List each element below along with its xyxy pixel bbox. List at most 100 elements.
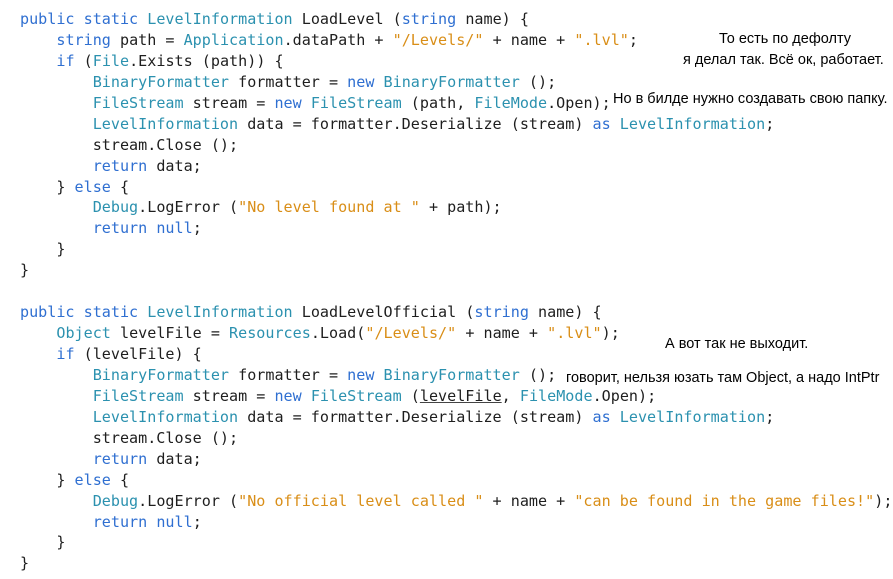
code-keyword: string — [56, 30, 111, 49]
code-text: .Exists (path)) { — [129, 51, 284, 70]
code-text: stream.Close (); — [20, 428, 239, 447]
code-type: Object — [56, 324, 111, 343]
annotation-note-1: То есть по дефолту — [719, 31, 852, 47]
code-text — [302, 387, 311, 405]
code-line: Debug.LogError ("No level found at " + p… — [20, 197, 892, 218]
code-text: (); — [519, 365, 557, 384]
code-text — [138, 303, 147, 321]
code-keyword: return — [92, 512, 148, 531]
code-line: FileStream stream = new FileStream (leve… — [20, 386, 892, 407]
code-keyword: return — [92, 219, 148, 238]
code-line: BinaryFormatter formatter = new BinaryFo… — [20, 72, 892, 93]
code-text: name) { — [456, 10, 529, 28]
code-text: + name + — [456, 324, 548, 343]
code-text: .Open); — [547, 93, 611, 112]
code-line: stream.Close (); — [20, 428, 892, 449]
code-keyword: new — [274, 386, 302, 405]
code-text: ; — [192, 219, 202, 238]
code-text: levelFile = — [110, 324, 230, 343]
code-text — [138, 10, 147, 28]
code-type: Resources — [229, 324, 311, 343]
code-keyword: null — [156, 512, 193, 531]
code-type: FileStream — [310, 386, 402, 405]
code-text: + path); — [419, 198, 502, 217]
code-text: .LogError ( — [138, 491, 239, 510]
code-text — [20, 31, 56, 49]
annotation-note-4: А вот так не выходит. — [665, 336, 809, 352]
code-text — [611, 115, 620, 133]
code-keyword: if — [56, 345, 75, 363]
code-keyword: string — [474, 303, 529, 322]
code-line: public static LevelInformation LoadLevel… — [20, 9, 892, 30]
code-text — [20, 492, 93, 510]
code-text: formatter = — [229, 365, 348, 384]
code-line: } else { — [20, 470, 892, 491]
code-keyword: new — [347, 72, 375, 91]
code-type: FileMode — [519, 386, 593, 405]
code-text: .Open); — [592, 386, 657, 405]
code-text — [147, 219, 156, 237]
code-keyword: new — [347, 365, 375, 384]
code-text: formatter = — [229, 72, 348, 91]
code-text: name) { — [528, 303, 602, 322]
code-type: FileMode — [474, 93, 548, 112]
code-line: return data; — [20, 449, 892, 470]
code-string: "/Levels/" — [392, 30, 484, 49]
code-text: } — [20, 261, 30, 280]
code-text — [20, 198, 93, 216]
code-text: ( — [74, 51, 93, 70]
code-type: BinaryFormatter — [92, 365, 230, 384]
code-text: ; — [628, 30, 638, 49]
code-text: .dataPath + — [283, 30, 393, 49]
code-text: (levelFile) { — [74, 345, 202, 363]
code-text: { — [110, 470, 130, 489]
code-text: { — [110, 177, 130, 196]
code-text — [20, 219, 93, 237]
code-text — [20, 450, 93, 468]
code-line: Object levelFile = Resources.Load("/Leve… — [20, 323, 892, 344]
code-text: ); — [601, 324, 620, 343]
code-text: } — [20, 177, 75, 196]
code-string: "/Levels/" — [365, 324, 457, 343]
annotation-note-2: я делал так. Всё ок, работает. — [683, 52, 884, 68]
code-text — [20, 94, 93, 112]
code-text: data; — [147, 156, 202, 175]
code-text — [75, 10, 84, 28]
code-line: LevelInformation data = formatter.Deseri… — [20, 407, 892, 428]
code-text — [374, 73, 383, 91]
code-text: ; — [765, 407, 775, 426]
code-line: } — [20, 260, 892, 281]
code-line: public static LevelInformation LoadLevel… — [20, 302, 892, 323]
code-text: LoadLevel ( — [292, 10, 402, 28]
code-text: ); — [874, 491, 893, 510]
code-text: } — [20, 240, 66, 259]
code-line: stream.Close (); — [20, 135, 892, 156]
code-line — [20, 281, 892, 302]
code-line: } — [20, 553, 892, 574]
code-text — [20, 115, 93, 133]
code-type: Debug — [92, 198, 139, 217]
code-line: if (File.Exists (path)) { — [20, 51, 892, 72]
code-string: ".lvl" — [574, 30, 629, 49]
code-text — [20, 73, 93, 91]
code-keyword: static — [83, 10, 139, 28]
code-line: return null; — [20, 512, 892, 533]
code-text — [611, 408, 620, 426]
code-line: string path = Application.dataPath + "/L… — [20, 30, 892, 51]
code-text: + name + — [483, 30, 575, 49]
code-text — [20, 324, 56, 342]
code-text: data = formatter.Deserialize (stream) — [238, 407, 593, 426]
code-line: FileStream stream = new FileStream (path… — [20, 93, 892, 114]
code-text: } — [20, 470, 75, 489]
code-string: "No level found at " — [238, 198, 420, 217]
code-line: return null; — [20, 218, 892, 239]
code-text: stream.Close (); — [20, 135, 239, 154]
code-text: (); — [519, 72, 557, 91]
code-type: LevelInformation — [619, 407, 766, 426]
annotation-note-3: Но в билде нужно создавать свою папку. — [613, 91, 888, 107]
code-type: FileStream — [92, 93, 184, 112]
code-type: BinaryFormatter — [383, 72, 520, 91]
code-string: "can be found in the game files!" — [574, 491, 875, 510]
code-text — [20, 157, 93, 175]
code-line: LevelInformation data = formatter.Deseri… — [20, 114, 892, 135]
